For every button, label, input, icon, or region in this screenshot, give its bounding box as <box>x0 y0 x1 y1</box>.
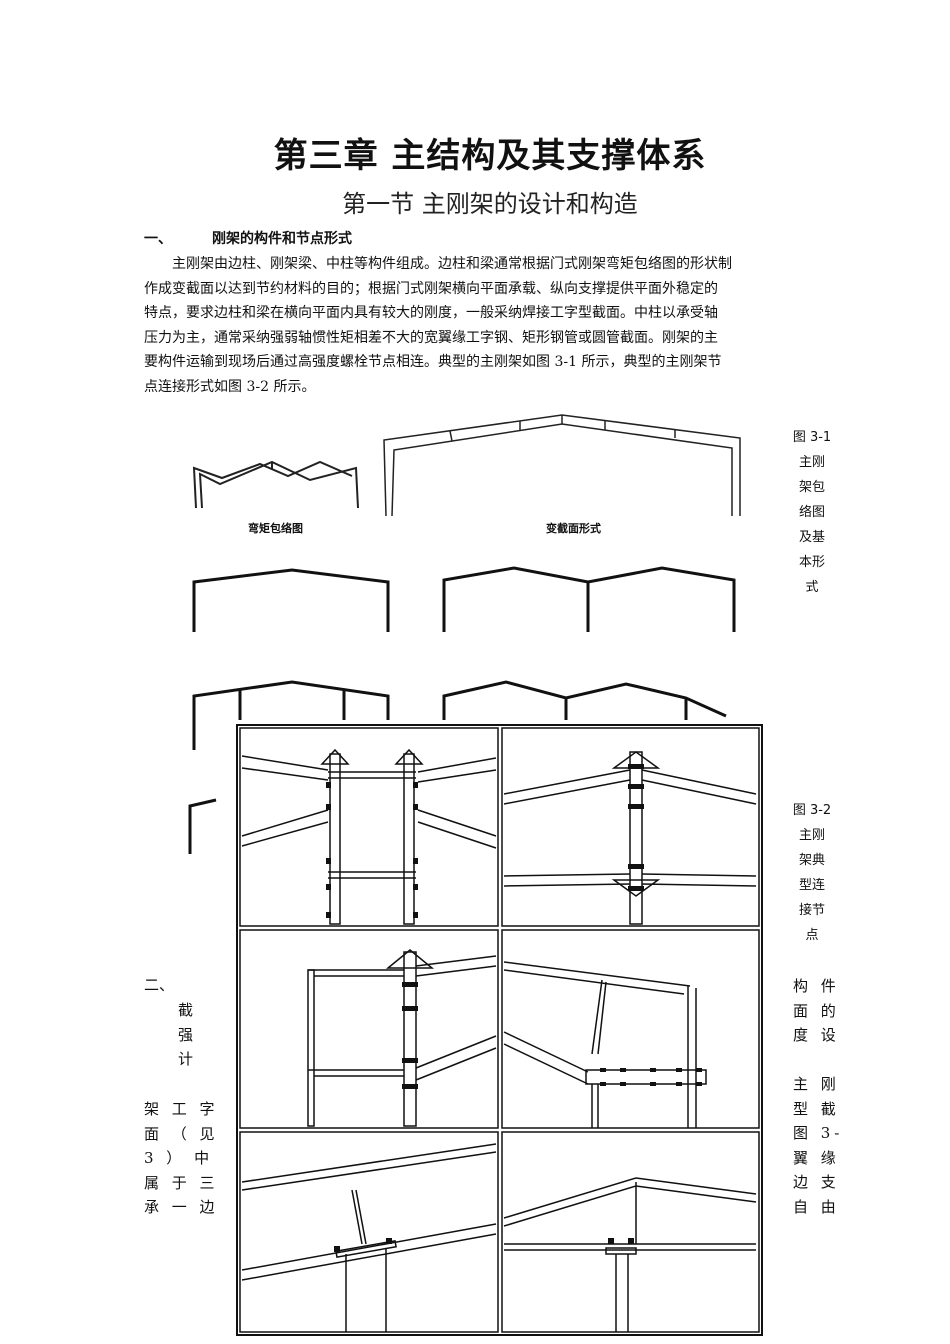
subsection-2-number: 二、 <box>144 976 175 994</box>
text-fragment: 架 工 字 <box>144 1100 219 1118</box>
text-fragment: 翼 缘 <box>793 1148 840 1167</box>
paragraph-line: 特点，要求边柱和梁在横向平面内具有较大的刚度，一般采纳焊接工字型截面。中柱以承受… <box>144 305 718 321</box>
variable-section-label: 变截面形式 <box>546 522 601 535</box>
text-fragment: 图 3- <box>793 1124 844 1142</box>
single-span-frame <box>192 568 390 632</box>
caption-line: 点 <box>805 928 819 943</box>
double-span-frame <box>442 566 736 632</box>
body-paragraph: 主刚架由边柱、刚架梁、中柱等构件组成。边柱和梁通常根据门式刚架弯矩包络图的形状制… <box>144 252 834 399</box>
caption-line: 架典 <box>798 853 825 868</box>
caption-line: 图 3-2 <box>792 803 832 818</box>
text-fragment: 度 设 <box>793 1026 840 1044</box>
caption-line: 图 3-1 <box>792 430 832 445</box>
text-fragment: 面 的 <box>793 1001 840 1020</box>
paragraph-line: 点连接形式如图 3-2 所示。 <box>144 378 316 395</box>
left-fragments: 截 强 计 <box>178 998 199 1072</box>
paragraph-line: 要构件运输到现场后通过高强度螺栓节点相连。典型的主刚架如图 3-1 所示，典型的… <box>144 354 722 370</box>
detail-panel-5 <box>241 1143 497 1332</box>
variable-section-frame <box>383 414 741 517</box>
text-fragment: 计 <box>178 1050 200 1068</box>
text-fragment: 边 支 <box>793 1173 840 1191</box>
detail-panel-4 <box>503 961 707 1128</box>
detail-panel-1 <box>241 748 497 925</box>
caption-line: 式 <box>805 580 819 595</box>
moment-envelope-diagram <box>192 460 359 509</box>
connection-details-figure <box>236 724 763 1336</box>
text-fragment: 强 <box>178 1025 200 1044</box>
detail-panel-3 <box>307 949 497 1127</box>
caption-line: 接节 <box>798 903 825 918</box>
caption-line: 架包 <box>798 480 825 495</box>
caption-line: 本形 <box>798 555 825 570</box>
multi-span-frame <box>442 680 727 720</box>
section-title: 第一节 主刚架的设计和构造 <box>342 190 638 218</box>
right-fragments: 构 件 面 的 度 设 <box>793 974 840 1048</box>
caption-line: 主刚 <box>798 455 825 470</box>
caption-line: 型连 <box>798 878 825 893</box>
text-fragment: 属 于 三 <box>144 1173 219 1192</box>
moment-envelope-label: 弯矩包络图 <box>248 522 303 535</box>
figure-3-2-caption: 图 3-2 主刚 架典 型连 接节 点 <box>792 798 832 948</box>
subsection-number: 一、 <box>144 231 172 247</box>
text-fragment: 自 由 <box>793 1197 840 1216</box>
caption-line: 络图 <box>798 505 825 520</box>
paragraph-line: 作成变截面以达到节约材料的目的；根据门式刚架横向平面承载、纵向支撑提供平面外稳定… <box>144 280 718 297</box>
detail-panel-2 <box>503 751 757 925</box>
caption-line: 及基 <box>798 530 825 545</box>
text-fragment: 构 件 <box>793 977 840 995</box>
subsection-title: 刚架的构件和节点形式 <box>212 231 352 247</box>
paragraph-line: 压力为主，通常采纳强弱轴惯性矩相差不大的宽翼缘工字钢、矩形钢管或圆管截面。刚架的… <box>144 329 718 346</box>
right-lines: 主 刚 型 截 图 3- 翼 缘 边 支 自 由 <box>793 1072 843 1219</box>
text-fragment: 3 ） 中 <box>144 1149 214 1167</box>
detail-panel-5-bolts <box>334 1238 392 1252</box>
caption-line: 主刚 <box>798 828 825 843</box>
detail-panel-1-bolts <box>326 782 418 918</box>
paragraph-line: 主刚架由边柱、刚架梁、中柱等构件组成。边柱和梁通常根据门式刚架弯矩包络图的形状制 <box>172 256 732 272</box>
figure-3-1-caption: 图 3-1 主刚 架包 络图 及基 本形 式 <box>792 425 832 600</box>
detail-panel-2-bolts <box>628 764 644 891</box>
chapter-title: 第三章 主结构及其支撑体系 <box>273 136 707 176</box>
subsection-heading: 一、 刚架的构件和节点形式 <box>144 228 352 248</box>
text-fragment: 面 （ 见 <box>144 1124 219 1143</box>
detail-panel-3-bolts <box>402 982 418 1089</box>
detail-panel-4-bolts <box>600 1068 702 1086</box>
text-fragment: 主 刚 <box>793 1075 840 1093</box>
left-lines: 架 工 字 面 （ 见 3 ） 中 属 于 三 承 一 边 <box>144 1097 219 1220</box>
single-span-frame-with-columns <box>192 680 390 750</box>
partial-frame <box>188 798 217 854</box>
detail-panel-6-bolts <box>608 1238 634 1244</box>
text-fragment: 承 一 边 <box>144 1198 219 1216</box>
text-fragment: 型 截 <box>793 1099 840 1118</box>
detail-panel-6 <box>503 1177 757 1332</box>
text-fragment: 截 <box>178 1001 200 1019</box>
